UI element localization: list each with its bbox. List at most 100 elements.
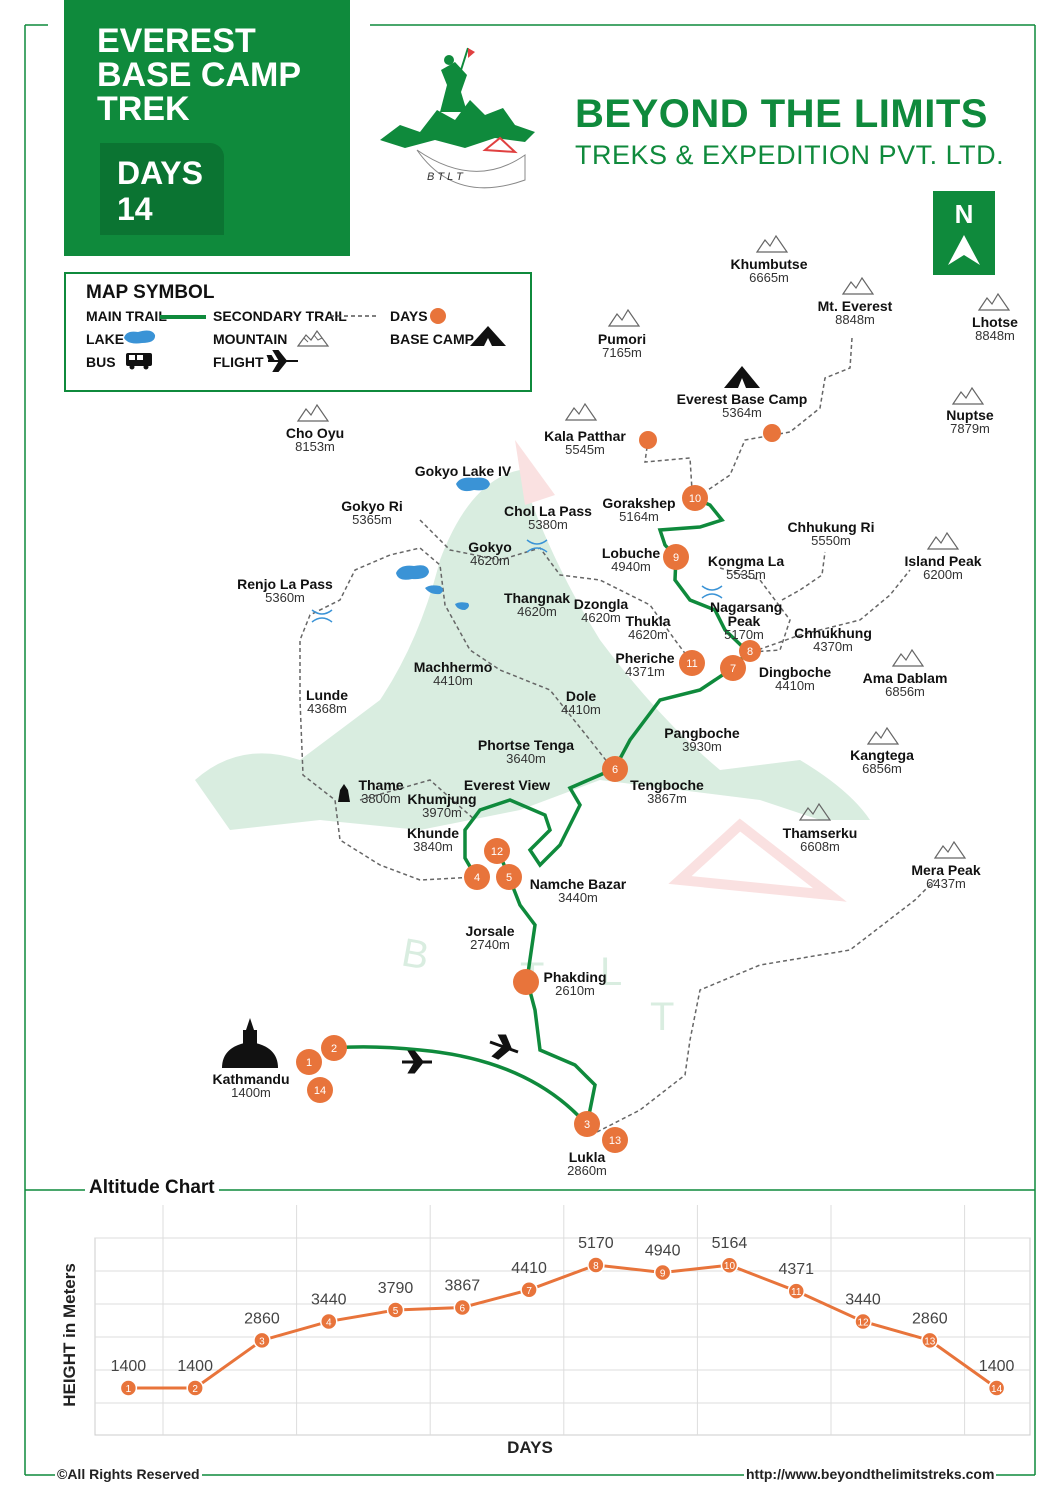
base-camp-tent-icon [724,366,760,388]
altitude-point [186,1379,204,1397]
day-number-label: 5 [393,1306,399,1317]
altitude-point [921,1331,939,1350]
svg-text:T: T [650,995,674,1039]
altitude-point [854,1312,872,1331]
title-panel: EVEREST BASE CAMP TREK [64,0,350,256]
company-subtitle: TREKS & EXPEDITION PVT. LTD. [575,140,1005,170]
svg-text:12: 12 [491,846,503,858]
flight-path-icons [402,1034,519,1074]
altitude-point [787,1282,805,1300]
svg-text:8: 8 [747,646,753,658]
day-marker: 14 [307,1077,333,1103]
svg-text:5: 5 [506,872,512,884]
chart-title: Altitude Chart [85,1177,219,1199]
title-line-1: EVEREST [97,22,256,60]
altitude-point [386,1301,405,1319]
mountain-icon [891,648,925,667]
map-legend: MAP SYMBOL MAIN TRAIL SECONDARY TRAIL DA… [64,272,532,392]
legend-days: DAYS [390,308,428,324]
stupa-icon [222,1018,278,1068]
altitude-value-label: 3867 [445,1278,481,1295]
mountain-icon [564,402,598,421]
mountain-icon [977,292,1011,311]
svg-text:6: 6 [612,764,618,776]
mountain-icon [933,840,967,859]
days-label: DAYS [117,155,203,191]
altitude-value-label: 1400 [177,1358,213,1375]
lake-icon [455,602,469,610]
tent-icon [470,326,506,346]
mountain-icon [951,386,985,405]
day-number-label: 12 [857,1317,869,1328]
main-trail-icon [160,315,206,319]
website-url[interactable]: http://www.beyondthelimitstreks.com [744,1466,997,1482]
north-arrow-icon [948,235,980,265]
svg-text:14: 14 [314,1085,326,1097]
svg-text:L: L [600,950,622,994]
chart-x-axis-label: DAYS [507,1438,553,1457]
legend-flight: FLIGHT [213,354,264,370]
day-number-label: 9 [660,1269,666,1280]
legend-bus: BUS [86,354,116,370]
logo-text: B T L T [427,171,464,183]
flight-icon [266,350,298,372]
day-marker: 11 [679,650,705,676]
lake-icon [456,477,490,492]
day-markers: 10 9 8 7 11 6 12 4 5 1 2 14 3 13 [296,424,781,1153]
svg-text:13: 13 [609,1135,621,1147]
main-trail [334,496,751,1127]
secondary-trail-icon [330,315,376,317]
altitude-value-label: 5170 [578,1235,614,1252]
day-marker: 12 [484,838,510,864]
altitude-value-label: 1400 [111,1358,147,1375]
svg-text:9: 9 [673,552,679,564]
mountain-icon [798,802,832,821]
mountain-icon [296,403,330,422]
lake-icon [396,565,429,580]
altitude-point [653,1263,672,1282]
label-gokyo-lake: Gokyo Lake IV [414,463,512,479]
altitude-value-label: 3440 [311,1291,347,1308]
legend-main-trail: MAIN TRAIL [86,308,167,324]
mountain-icon [926,531,960,550]
svg-text:1: 1 [306,1057,312,1069]
mountain-icons [296,234,1011,859]
day-marker [513,969,539,995]
day-marker: 5 [496,864,522,890]
day-number-label: 4 [326,1317,332,1328]
altitude-value-label: 1400 [979,1358,1015,1375]
legend-mountain: MOUNTAIN [213,331,288,347]
svg-text:7: 7 [730,663,736,675]
altitude-line [128,1263,998,1390]
altitude-value-label: 4410 [511,1260,547,1277]
day-marker: 7 [720,655,746,681]
